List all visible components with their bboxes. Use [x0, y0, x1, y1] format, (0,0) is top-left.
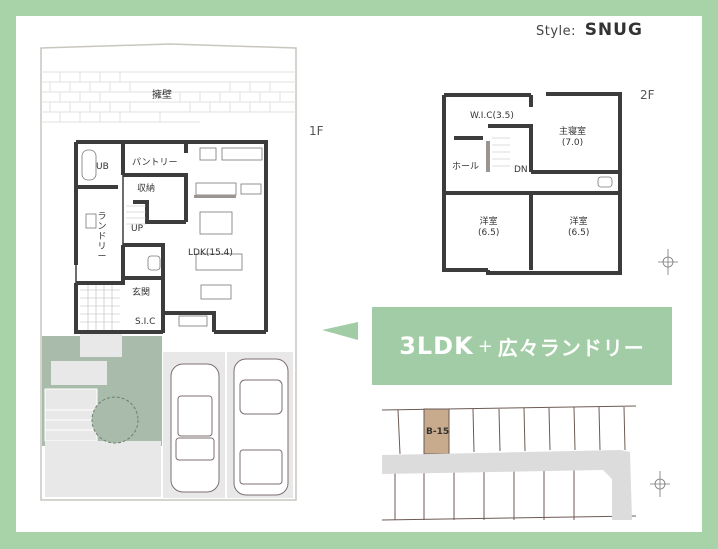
toilet-icon	[597, 176, 613, 188]
retaining-wall-label: 擁壁	[152, 90, 172, 101]
room-name: 洋室	[479, 217, 498, 227]
compass-icon	[658, 249, 678, 275]
room-pantry: パントリー	[132, 158, 178, 168]
fridge-icon	[199, 147, 217, 161]
room-hall: ホール	[452, 162, 480, 172]
callout-rest: 広々ランドリー	[497, 335, 645, 360]
room-ub: UB	[96, 162, 109, 172]
toilet-icon	[147, 255, 161, 271]
room-wic: W.I.C(3.5)	[470, 111, 514, 121]
lot-label: B-15	[426, 427, 450, 437]
stove-icon	[240, 183, 262, 195]
car-icon	[170, 363, 220, 493]
floor-2-label: 2F	[640, 88, 655, 102]
style-prefix: Style:	[536, 24, 577, 39]
room-ldk: LDK(15.4)	[188, 248, 233, 258]
tree-icon	[91, 396, 139, 444]
room-western-2: 洋室 (6.5)	[568, 217, 589, 239]
feature-callout: 3LDK + 広々ランドリー	[372, 307, 672, 385]
tv-table-icon	[200, 284, 232, 300]
road	[382, 450, 632, 520]
sofa-icon	[195, 253, 243, 271]
room-storage: 収納	[137, 184, 156, 194]
room-sic: S.I.C	[135, 317, 156, 327]
style-name: SNUG	[584, 20, 643, 40]
room-entrance: 玄関	[132, 288, 151, 298]
room-size: (7.0)	[561, 138, 584, 148]
bathtub-icon	[81, 149, 97, 181]
callout-main: 3LDK	[399, 332, 474, 360]
room-name: 洋室	[569, 217, 588, 227]
callout-plus: +	[477, 335, 494, 357]
compass-icon	[650, 471, 670, 497]
retaining-wall-bricks	[41, 71, 296, 123]
room-size: (6.5)	[478, 228, 500, 238]
stairs-up-label: UP	[131, 224, 144, 234]
callout-tail	[322, 322, 358, 340]
stairs-down-label: DN	[514, 165, 528, 175]
room-master-bedroom: 主寝室 (7.0)	[559, 127, 586, 149]
dining-table-icon	[199, 211, 233, 235]
car-icon	[233, 358, 289, 496]
washer-icon	[85, 213, 97, 229]
room-name: 主寝室	[559, 127, 587, 137]
room-laundry: ランドリー	[97, 212, 107, 262]
style-label: Style: SNUG	[536, 20, 643, 40]
room-size: (6.5)	[568, 228, 590, 238]
room-western-1: 洋室 (6.5)	[478, 217, 499, 239]
floor-1-label: 1F	[309, 124, 324, 138]
lot-b15-highlight	[423, 408, 450, 455]
shoe-cabinet-icon	[178, 315, 208, 327]
